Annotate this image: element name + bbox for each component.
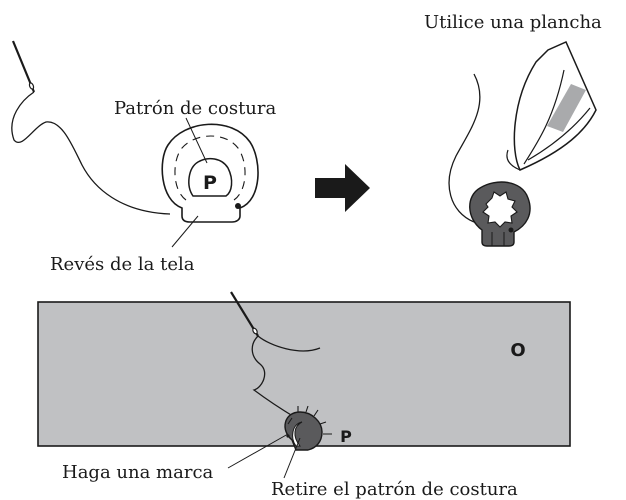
label-make-mark: Haga una marca: [62, 462, 214, 483]
bottom-letter-p: P: [340, 427, 352, 446]
iron-icon: [506, 41, 597, 171]
arrow-right-icon: [315, 164, 370, 212]
label-use-iron: Utilice una plancha: [424, 12, 602, 33]
thread-bottom: [251, 335, 321, 419]
leader-fabric-back: [171, 215, 199, 248]
iron-thread: [448, 73, 481, 223]
fabric-letter-o: O: [510, 340, 525, 361]
top-right-panel: Utilice una plancha: [424, 12, 602, 247]
needle-icon: [11, 40, 36, 93]
top-left-panel: P Patrón de costura Revés de la tela: [11, 40, 277, 275]
label-fabric-back: Revés de la tela: [50, 254, 195, 275]
leader-make-mark: [227, 433, 289, 469]
thread: [11, 91, 171, 215]
label-pattern: Patrón de costura: [114, 98, 277, 119]
mark-dot: [235, 203, 241, 209]
needle-icon-bottom: [230, 291, 259, 337]
sewing-pattern-piece: P: [161, 123, 259, 223]
label-remove-pattern: Retire el patrón de costura: [271, 479, 518, 500]
leader-remove-pattern: [283, 437, 301, 479]
bottom-panel: O P Haga una marca Retire el patrón de c…: [37, 291, 571, 500]
removed-pattern: [284, 405, 327, 451]
applique-ring: [469, 181, 531, 247]
leader-pattern: [185, 117, 208, 164]
pattern-letter-p: P: [203, 172, 217, 194]
